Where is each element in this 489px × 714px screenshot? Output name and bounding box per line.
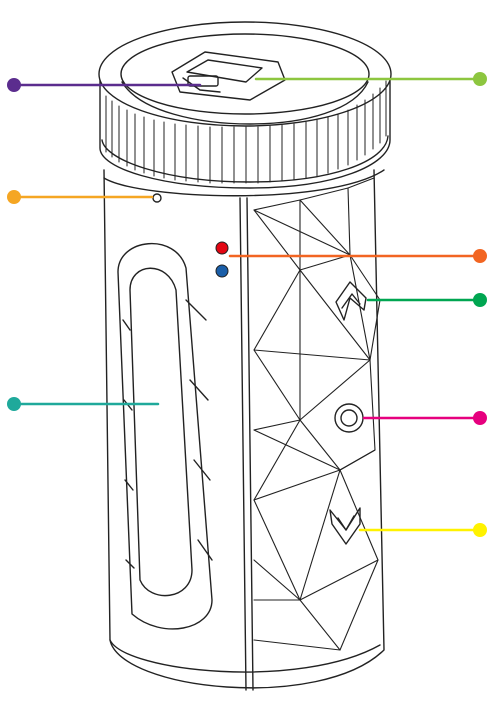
callout-dot-volume-up-button (473, 293, 487, 307)
play-pause-button-shape[interactable] (335, 404, 363, 432)
callout-dot-usb-port-cover (7, 78, 21, 92)
callout-dot-play-pause-button (473, 411, 487, 425)
volume-down-icon[interactable] (330, 508, 360, 544)
microphone-hole (153, 194, 161, 202)
callout-dot-volume-down-button (473, 523, 487, 537)
grip-panel-shape (118, 244, 212, 629)
blue-led (216, 265, 228, 277)
facets (254, 178, 380, 650)
callout-dot-status-leds (473, 249, 487, 263)
cap (99, 22, 391, 188)
callout-dot-grip-panel (7, 397, 21, 411)
callout-dot-microphone (7, 190, 21, 204)
callout-dot-cap-display (473, 72, 487, 86)
red-led (216, 242, 228, 254)
